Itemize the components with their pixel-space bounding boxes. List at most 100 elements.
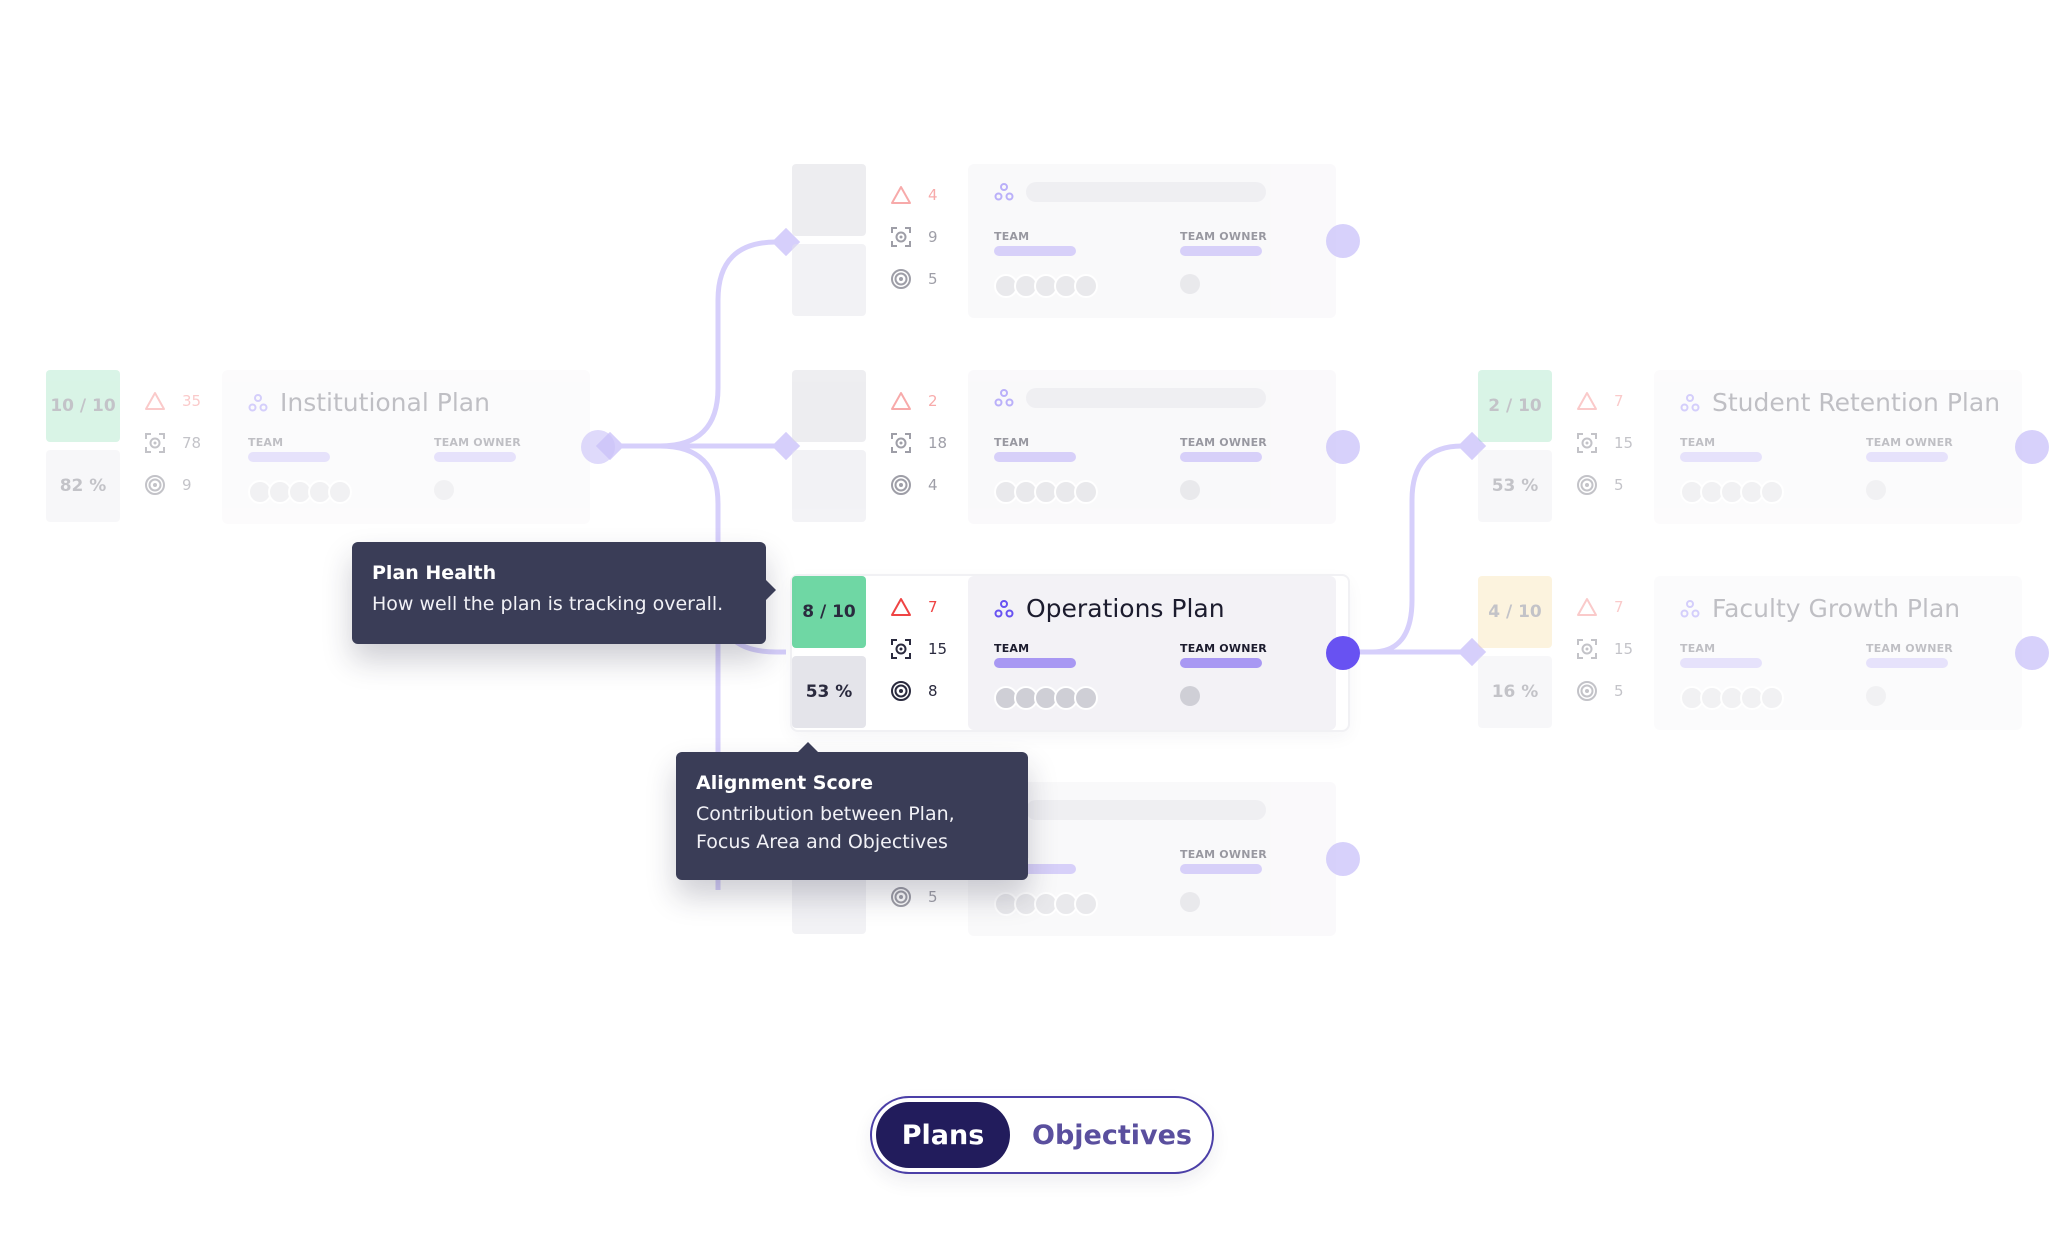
team-bar xyxy=(1680,452,1762,462)
team-bar xyxy=(994,246,1076,256)
tooltip-title: Plan Health xyxy=(372,562,497,584)
plans-toggle-button[interactable]: Plans xyxy=(876,1102,1010,1168)
team-label: TEAM xyxy=(248,436,284,449)
team-icon xyxy=(994,599,1014,617)
team-label: TEAM xyxy=(994,642,1030,655)
owner-avatar[interactable] xyxy=(434,480,454,500)
objective-count: 5 xyxy=(1576,464,1652,506)
warning-triangle-icon xyxy=(891,598,911,616)
owner-avatar[interactable] xyxy=(1866,686,1886,706)
avatar xyxy=(1760,480,1784,504)
team-avatars[interactable] xyxy=(994,686,1098,710)
team-owner-label: TEAM OWNER xyxy=(1180,230,1267,243)
team-bar xyxy=(994,452,1076,462)
plan-metrics: 2 18 4 xyxy=(890,380,966,506)
institutional-connector-node[interactable] xyxy=(581,430,615,464)
plan-main-panel[interactable]: Faculty Growth Plan TEAM TEAM OWNER xyxy=(1654,576,2022,730)
plan-title: Faculty Growth Plan xyxy=(1712,594,1961,623)
risk-count: 7 xyxy=(1576,380,1652,422)
alignment-score xyxy=(792,244,866,316)
team-owner-label: TEAM OWNER xyxy=(1180,436,1267,449)
team-owner-label: TEAM OWNER xyxy=(1180,642,1267,655)
plan-metrics: 35 78 9 xyxy=(144,380,220,506)
team-avatars[interactable] xyxy=(248,480,352,504)
plan-health-score[interactable]: 4 / 10 xyxy=(1478,576,1552,648)
plan-metrics: 7 15 5 xyxy=(1576,380,1652,506)
owner-avatar xyxy=(1180,274,1200,294)
student-retention-connector-node[interactable] xyxy=(2015,430,2049,464)
team-avatars xyxy=(994,274,1098,298)
alignment-score[interactable]: 53 % xyxy=(792,656,866,728)
team-owner-bar xyxy=(1180,864,1262,874)
avatar xyxy=(1074,274,1098,298)
plan-metrics: 7 15 8 xyxy=(890,586,966,712)
plan-health-score[interactable]: 2 / 10 xyxy=(1478,370,1552,442)
plan-title: Student Retention Plan xyxy=(1712,388,2001,417)
title-placeholder xyxy=(1026,800,1266,820)
plan-main-panel: TEAM TEAM OWNER xyxy=(968,370,1336,524)
bullseye-icon xyxy=(891,681,911,701)
avatar xyxy=(1760,686,1784,710)
plan-card-placeholder-1: 4 9 5 TEAM TEAM OWNER xyxy=(792,164,1348,318)
alignment-score[interactable]: 82 % xyxy=(46,450,120,522)
bullseye-icon xyxy=(891,269,911,289)
team-avatars xyxy=(994,480,1098,504)
owner-avatar xyxy=(1180,480,1200,500)
plan-main-panel: TEAM TEAM OWNER xyxy=(968,782,1336,936)
placeholder-3-connector-node[interactable] xyxy=(1326,842,1360,876)
focus-target-icon xyxy=(891,433,911,453)
plan-card-institutional[interactable]: 10 / 10 82 % 35 78 9 Institutional Plan … xyxy=(46,370,602,524)
avatar xyxy=(1074,480,1098,504)
owner-avatar[interactable] xyxy=(1180,686,1200,706)
plan-main-panel[interactable]: Operations Plan TEAM TEAM OWNER xyxy=(968,576,1336,730)
objective-count: 4 xyxy=(890,464,966,506)
focus-target-icon xyxy=(1577,433,1597,453)
warning-triangle-icon xyxy=(891,392,911,410)
link-diamond xyxy=(771,227,801,257)
team-avatars[interactable] xyxy=(1680,480,1784,504)
placeholder-2-connector-node[interactable] xyxy=(1326,430,1360,464)
team-icon xyxy=(248,393,268,411)
link-diamond xyxy=(1457,431,1487,461)
team-icon xyxy=(1680,393,1700,411)
link-diamond xyxy=(1457,637,1487,667)
warning-triangle-icon xyxy=(1577,598,1597,616)
team-label: TEAM xyxy=(1680,642,1716,655)
team-avatars[interactable] xyxy=(1680,686,1784,710)
focus-area-count: 18 xyxy=(890,422,966,464)
risk-count: 2 xyxy=(890,380,966,422)
team-icon xyxy=(1680,599,1700,617)
risk-count: 35 xyxy=(144,380,220,422)
plan-card-faculty-growth[interactable]: 4 / 10 16 % 7 15 5 Faculty Growth Plan T… xyxy=(1478,576,2034,730)
faculty-growth-connector-node[interactable] xyxy=(2015,636,2049,670)
plan-card-student-retention[interactable]: 2 / 10 53 % 7 15 5 Student Retention Pla… xyxy=(1478,370,2034,524)
focus-area-count: 15 xyxy=(1576,422,1652,464)
team-owner-bar xyxy=(1866,452,1948,462)
alignment-score[interactable]: 16 % xyxy=(1478,656,1552,728)
plan-main-panel[interactable]: Institutional Plan TEAM TEAM OWNER xyxy=(222,370,590,524)
objectives-toggle-button[interactable]: Objectives xyxy=(1032,1119,1192,1151)
plan-main-panel[interactable]: Student Retention Plan TEAM TEAM OWNER xyxy=(1654,370,2022,524)
focus-area-count: 15 xyxy=(1576,628,1652,670)
team-owner-label: TEAM OWNER xyxy=(1866,642,1953,655)
owner-avatar xyxy=(1180,892,1200,912)
view-toggle: Plans Objectives xyxy=(870,1096,1214,1174)
link-diamond xyxy=(771,431,801,461)
team-icon xyxy=(994,183,1014,201)
placeholder-1-connector-node[interactable] xyxy=(1326,224,1360,258)
warning-triangle-icon xyxy=(1577,392,1597,410)
team-owner-label: TEAM OWNER xyxy=(1180,848,1267,861)
focus-target-icon xyxy=(891,227,911,247)
team-bar xyxy=(1680,658,1762,668)
plan-metrics: 7 15 5 xyxy=(1576,586,1652,712)
owner-avatar[interactable] xyxy=(1866,480,1886,500)
alignment-score[interactable]: 53 % xyxy=(1478,450,1552,522)
operations-connector-node[interactable] xyxy=(1326,636,1360,670)
team-icon xyxy=(994,389,1014,407)
alignment-score xyxy=(792,450,866,522)
plan-health-score[interactable]: 10 / 10 xyxy=(46,370,120,442)
tooltip-arrow xyxy=(798,742,818,752)
plan-health-score[interactable]: 8 / 10 xyxy=(792,576,866,648)
plan-health-score xyxy=(792,164,866,236)
plan-card-operations[interactable]: 8 / 10 53 % 7 15 8 Operations Plan TEAM … xyxy=(792,576,1348,730)
